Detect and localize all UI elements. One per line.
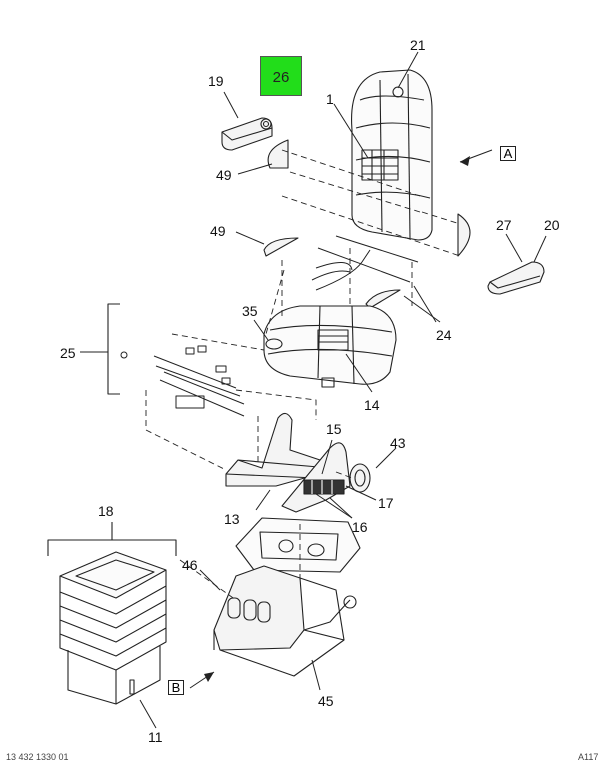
part-number-11[interactable]: 11 [148,729,163,745]
drawing-number: 13 432 1330 01 [6,752,69,762]
bellows-boot[interactable] [59,551,167,705]
part-number-26: 26 [272,69,290,86]
part-number-16[interactable]: 16 [352,519,368,535]
adjust-knob[interactable] [349,463,371,493]
part-number-13[interactable]: 13 [224,511,240,527]
callout-26-highlight[interactable]: 26 [260,56,302,96]
group-brackets [47,303,177,556]
cables [311,235,419,291]
side-cover-lower[interactable] [263,237,299,257]
seat-rails[interactable] [120,345,245,417]
part-number-24[interactable]: 24 [436,327,452,343]
part-number-35[interactable]: 35 [242,303,258,319]
armrest-right[interactable] [487,261,545,295]
sheet-code: A117 [578,752,599,762]
part-number-27[interactable]: 27 [496,217,512,233]
part-number-49-lower[interactable]: 49 [210,223,226,239]
part-number-46[interactable]: 46 [182,557,198,573]
side-cover-upper[interactable] [267,139,289,169]
seat-cushion[interactable] [263,305,397,388]
part-number-15[interactable]: 15 [326,421,342,437]
seat-back[interactable] [351,69,433,241]
part-number-17[interactable]: 17 [378,495,394,511]
part-number-45[interactable]: 45 [318,693,334,709]
suspension-plate[interactable] [235,517,361,573]
view-a-arrow [460,156,470,166]
side-cover-mid[interactable] [365,289,401,309]
part-number-1[interactable]: 1 [326,91,334,107]
leader-lines [139,51,547,729]
suspension-base[interactable] [213,565,357,677]
part-number-43[interactable]: 43 [390,435,406,451]
view-label-b[interactable]: B [168,680,184,695]
view-b-arrow [204,672,214,682]
part-number-25[interactable]: 25 [60,345,76,361]
part-number-14[interactable]: 14 [364,397,380,413]
part-number-19[interactable]: 19 [208,73,224,89]
part-number-21[interactable]: 21 [410,37,426,53]
part-number-20[interactable]: 20 [544,217,560,233]
seat-adjuster[interactable] [281,442,351,513]
assembly-lines [145,149,461,601]
side-cover-right[interactable] [457,213,471,257]
part-number-18[interactable]: 18 [98,503,114,519]
part-number-49-upper[interactable]: 49 [216,167,232,183]
armrest-left[interactable] [221,117,273,151]
view-label-a[interactable]: A [500,146,516,161]
